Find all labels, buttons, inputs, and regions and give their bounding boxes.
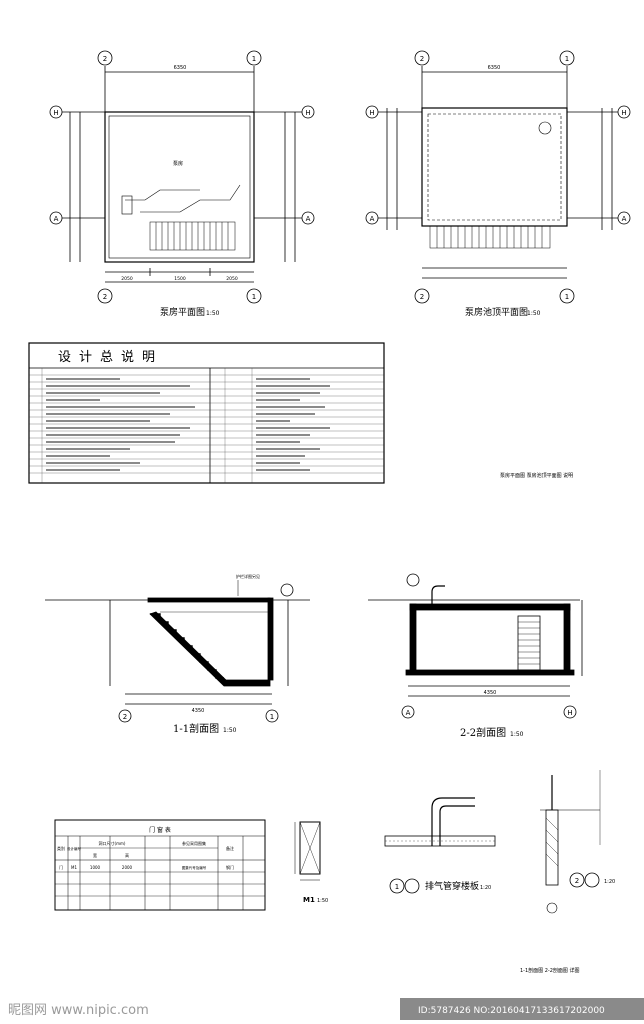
watermark-id: ID:5787426 NO:20160417133617202000 (418, 1006, 605, 1016)
axis-label: A (54, 215, 59, 223)
door-window-table (54, 819, 266, 911)
sheet-caption: 1-1剖面图 2-2剖面图 详图 (520, 967, 580, 974)
drawing-title: 2-2剖面图 (460, 726, 506, 739)
dimension-text: 6350 (174, 65, 187, 71)
dimension-text: 6350 (488, 65, 501, 71)
table-title: 门 窗 表 (149, 826, 171, 834)
axis-bubble-top-left (97, 50, 113, 66)
axis-bubble-bottom-right (246, 288, 262, 304)
drawing-title: 泵房池顶平面图 (465, 306, 528, 318)
dimension-text: 1500 (174, 276, 186, 282)
axis-label: 2 (103, 293, 107, 301)
axis-label: A (406, 709, 411, 717)
axis-label: H (621, 109, 626, 117)
table-subheader: 高 (125, 852, 129, 858)
table-subheader: 宽 (93, 852, 97, 858)
design-notes-table (28, 342, 385, 484)
stair-run (149, 221, 236, 251)
axis-label: A (306, 215, 311, 223)
axis-label: H (567, 709, 572, 717)
table-header: 设计编号 (67, 846, 81, 851)
annotation: 护栏详图另见 (236, 573, 260, 579)
axis-label: 2 (420, 55, 424, 63)
axis-label: A (622, 215, 627, 223)
axis-label: 2 (123, 713, 127, 721)
drawing-title: 排气管穿楼板 (425, 880, 479, 892)
table-header: 备注 (226, 845, 234, 851)
drawing-title: 泵房平面图 (160, 306, 205, 318)
axis-label: 1 (270, 713, 274, 721)
drawing-scale: 1:50 (223, 727, 237, 734)
axis-label: H (53, 109, 58, 117)
room-label: 泵房 (173, 160, 183, 167)
railing-detail (540, 770, 601, 914)
sheet-caption: 泵房平面图 泵房池顶平面图 说明 (500, 472, 573, 479)
table-cell: 2000 (122, 865, 133, 870)
table-cell: M1 (71, 865, 77, 870)
axis-label: H (369, 109, 374, 117)
axis-label: 1 (252, 55, 256, 63)
vent-pipe-detail (384, 797, 496, 894)
section-1-1 (45, 580, 310, 723)
axis-label: 1 (252, 293, 256, 301)
table-header: 类别 (57, 845, 65, 851)
table-header: 洞口尺寸(mm) (99, 840, 126, 846)
door-label: M1 (303, 896, 315, 904)
drawing-scale: 1:50 (206, 310, 220, 317)
pump-room-plan (49, 50, 315, 304)
detail-number: 2 (575, 877, 579, 885)
axis-label: 2 (420, 293, 424, 301)
axis-label: A (370, 215, 375, 223)
section-2-2 (368, 573, 583, 719)
dimension-text: 2050 (121, 276, 133, 282)
drawing-scale: 1:50 (527, 310, 541, 317)
vent-symbol (538, 121, 552, 135)
axis-label: H (305, 109, 310, 117)
roof-plan (365, 50, 631, 304)
table-cell: 钢门 (226, 864, 234, 870)
table-cell: 图集代号及编号 (182, 865, 207, 870)
watermark-bar: 昵图网 www.nipic.com ID:5787426 NO:20160417… (0, 994, 644, 1024)
drawing-title: 1-1剖面图 (173, 722, 219, 735)
table-cell: 门 (59, 864, 63, 870)
drawing-scale: 1:50 (510, 731, 524, 738)
dimension-text: 4350 (484, 690, 497, 696)
detail-number: 1 (395, 883, 399, 891)
dimension-text: 4350 (192, 708, 205, 714)
axis-label: 1 (565, 293, 569, 301)
drawing-scale: 1:50 (317, 898, 328, 904)
watermark-logo: 昵图网 www.nipic.com (8, 1003, 149, 1018)
table-cell: 1000 (90, 865, 101, 870)
drawing-scale: 1:20 (604, 879, 615, 885)
watermark-badge (400, 998, 644, 1020)
notes-title: 设计总说明 (58, 350, 163, 365)
axis-label: 2 (103, 55, 107, 63)
drawing-scale: 1:20 (480, 885, 491, 891)
door-m1-elevation (294, 821, 321, 881)
axis-bubble-top-right (246, 50, 262, 66)
axis-bubble-bottom-left (97, 288, 113, 304)
axis-label: 1 (565, 55, 569, 63)
dimension-text: 2050 (226, 276, 238, 282)
table-header: 参见采用图集 (182, 840, 206, 846)
